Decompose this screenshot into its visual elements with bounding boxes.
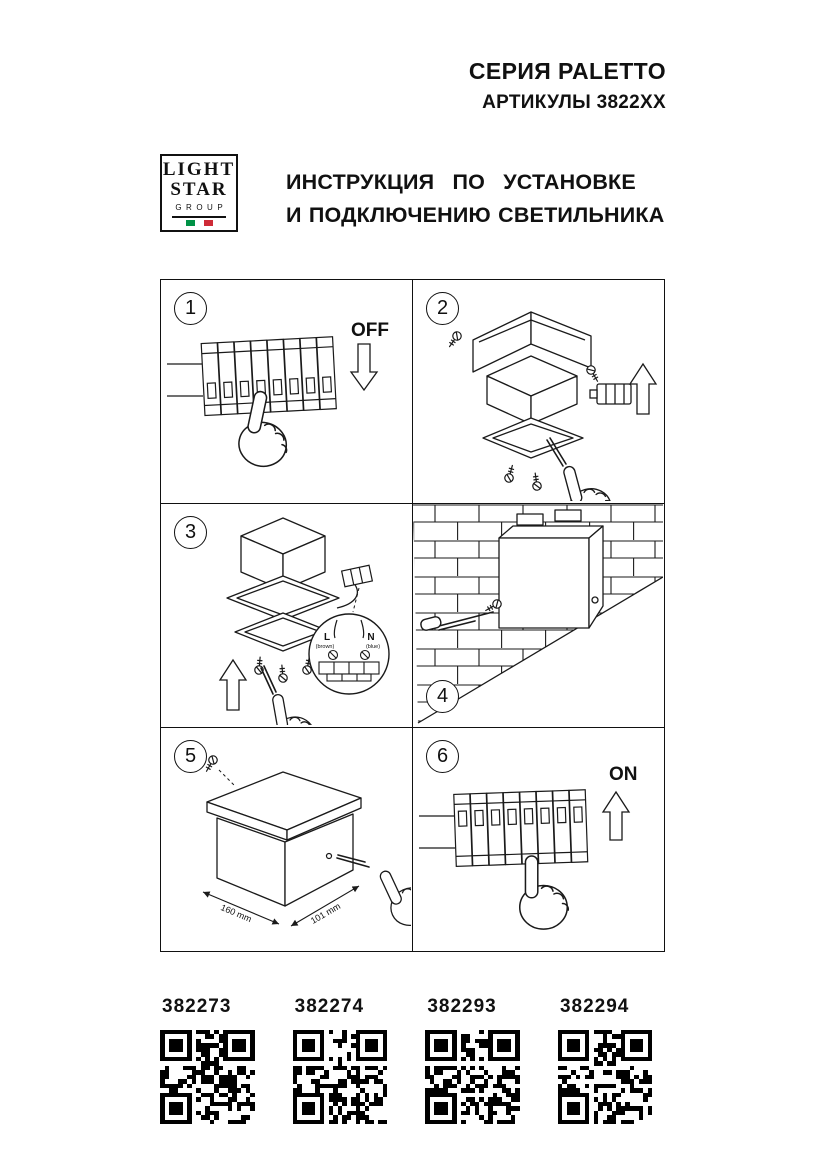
hand-icon xyxy=(518,854,570,930)
screwdriver-handle xyxy=(420,615,442,631)
off-label: OFF xyxy=(351,320,389,341)
terminal-n-label: N xyxy=(367,632,374,643)
article-item: 382294 xyxy=(557,995,666,1125)
step-number-5: 5 xyxy=(174,739,207,773)
screwdriver-icon xyxy=(438,610,494,631)
lamp-body xyxy=(206,770,362,907)
terminal-n-color: (blue) xyxy=(366,644,380,650)
arrow-up-icon xyxy=(218,658,248,711)
step-panel-5: 5 xyxy=(161,727,413,952)
logo-rule xyxy=(172,215,226,218)
depth-label: 101 mm xyxy=(309,901,342,926)
hand-icon xyxy=(373,857,411,933)
article-number: 382273 xyxy=(162,995,232,1017)
logo-group-text: GROUP xyxy=(175,202,228,212)
title-line-2: И ПОДКЛЮЧЕНИЮ СВЕТИЛЬНИКА xyxy=(286,203,665,228)
article-number: 382294 xyxy=(559,995,630,1017)
screw-icon xyxy=(445,329,464,350)
illustration-power-off: OFF xyxy=(167,320,389,472)
terminal-l-label: L xyxy=(324,632,330,643)
hand-icon xyxy=(557,457,618,501)
terminal-block xyxy=(340,564,374,588)
logo-star-text: STAR xyxy=(170,179,228,200)
step-number-1: 1 xyxy=(174,291,207,325)
screwdriver-icon xyxy=(260,664,277,695)
steps-grid: 1 OFF 2 xyxy=(160,278,665,952)
screwdriver-icon xyxy=(546,436,567,467)
wiring-detail-circle xyxy=(308,612,390,695)
step-panel-1: 1 OFF xyxy=(161,279,413,504)
step-number-2: 2 xyxy=(426,291,459,325)
mounted-lamp xyxy=(498,508,604,629)
illustration-wiring: L (brown) N (blue) xyxy=(218,516,390,725)
qr-code xyxy=(557,1029,653,1125)
qr-code xyxy=(425,1029,520,1125)
article-item: 382274 xyxy=(292,995,401,1125)
article-number: 382293 xyxy=(427,995,497,1017)
illustration-dimensions: 160 mm 101 mm xyxy=(202,753,411,933)
screw-icon xyxy=(530,471,543,491)
article-qr-row: 382273 382274 382293 382294 xyxy=(160,996,666,1125)
italy-flag-icon xyxy=(185,219,213,226)
logo-light-text: LIGHT xyxy=(162,159,236,181)
lightstar-logo: LIGHT STAR GROUP xyxy=(160,154,238,232)
step-panel-6: 6 ON xyxy=(413,727,665,952)
step-number-3: 3 xyxy=(174,515,207,549)
arrow-up-icon xyxy=(628,362,658,415)
step-panel-3: 3 xyxy=(161,503,413,728)
step-number-6: 6 xyxy=(426,739,459,773)
brand-row: LIGHT STAR GROUP ИНСТРУКЦИЯ ПО УСТАНОВКЕ… xyxy=(160,154,666,233)
terminal-detail: L (brown) N (blue) xyxy=(316,619,380,682)
hand-icon xyxy=(266,688,319,725)
instruction-sheet: СЕРИЯ PALETTO АРТИКУЛЫ 3822XX LIGHT STAR… xyxy=(160,0,666,1125)
title-line-1: ИНСТРУКЦИЯ ПО УСТАНОВКЕ xyxy=(286,170,636,194)
screw-icon xyxy=(584,363,602,384)
qr-code xyxy=(292,1029,388,1125)
screwdriver-icon xyxy=(336,853,370,868)
step-panel-4: 4 xyxy=(413,503,665,728)
screw-hole xyxy=(325,852,333,859)
illustration-power-on: ON xyxy=(419,764,638,930)
article-item: 382273 xyxy=(160,996,268,1125)
step-number-4: 4 xyxy=(426,679,459,713)
driver-connector xyxy=(589,382,632,405)
terminal-l-color: (brown) xyxy=(316,644,335,650)
breaker-row xyxy=(453,788,589,867)
illustration-exploded-lamp xyxy=(445,310,658,501)
article-number: 382274 xyxy=(294,995,365,1017)
leader-line xyxy=(218,769,236,786)
doc-header: СЕРИЯ PALETTO АРТИКУЛЫ 3822XX xyxy=(160,58,666,114)
articles-subtitle: АРТИКУЛЫ 3822XX xyxy=(482,92,666,113)
series-title: СЕРИЯ PALETTO xyxy=(468,58,666,84)
step-panel-2: 2 xyxy=(413,279,665,504)
breaker-row xyxy=(200,335,337,416)
on-label: ON xyxy=(609,764,638,785)
screw-icon xyxy=(503,463,518,484)
arrow-down-icon xyxy=(349,342,379,391)
arrow-up-icon xyxy=(601,790,631,841)
page-title: ИНСТРУКЦИЯ ПО УСТАНОВКЕ И ПОДКЛЮЧЕНИЮ СВ… xyxy=(286,166,664,233)
leader-line xyxy=(352,587,360,612)
qr-code xyxy=(160,1029,255,1125)
article-item: 382293 xyxy=(425,996,533,1125)
screw-icon xyxy=(277,663,289,683)
